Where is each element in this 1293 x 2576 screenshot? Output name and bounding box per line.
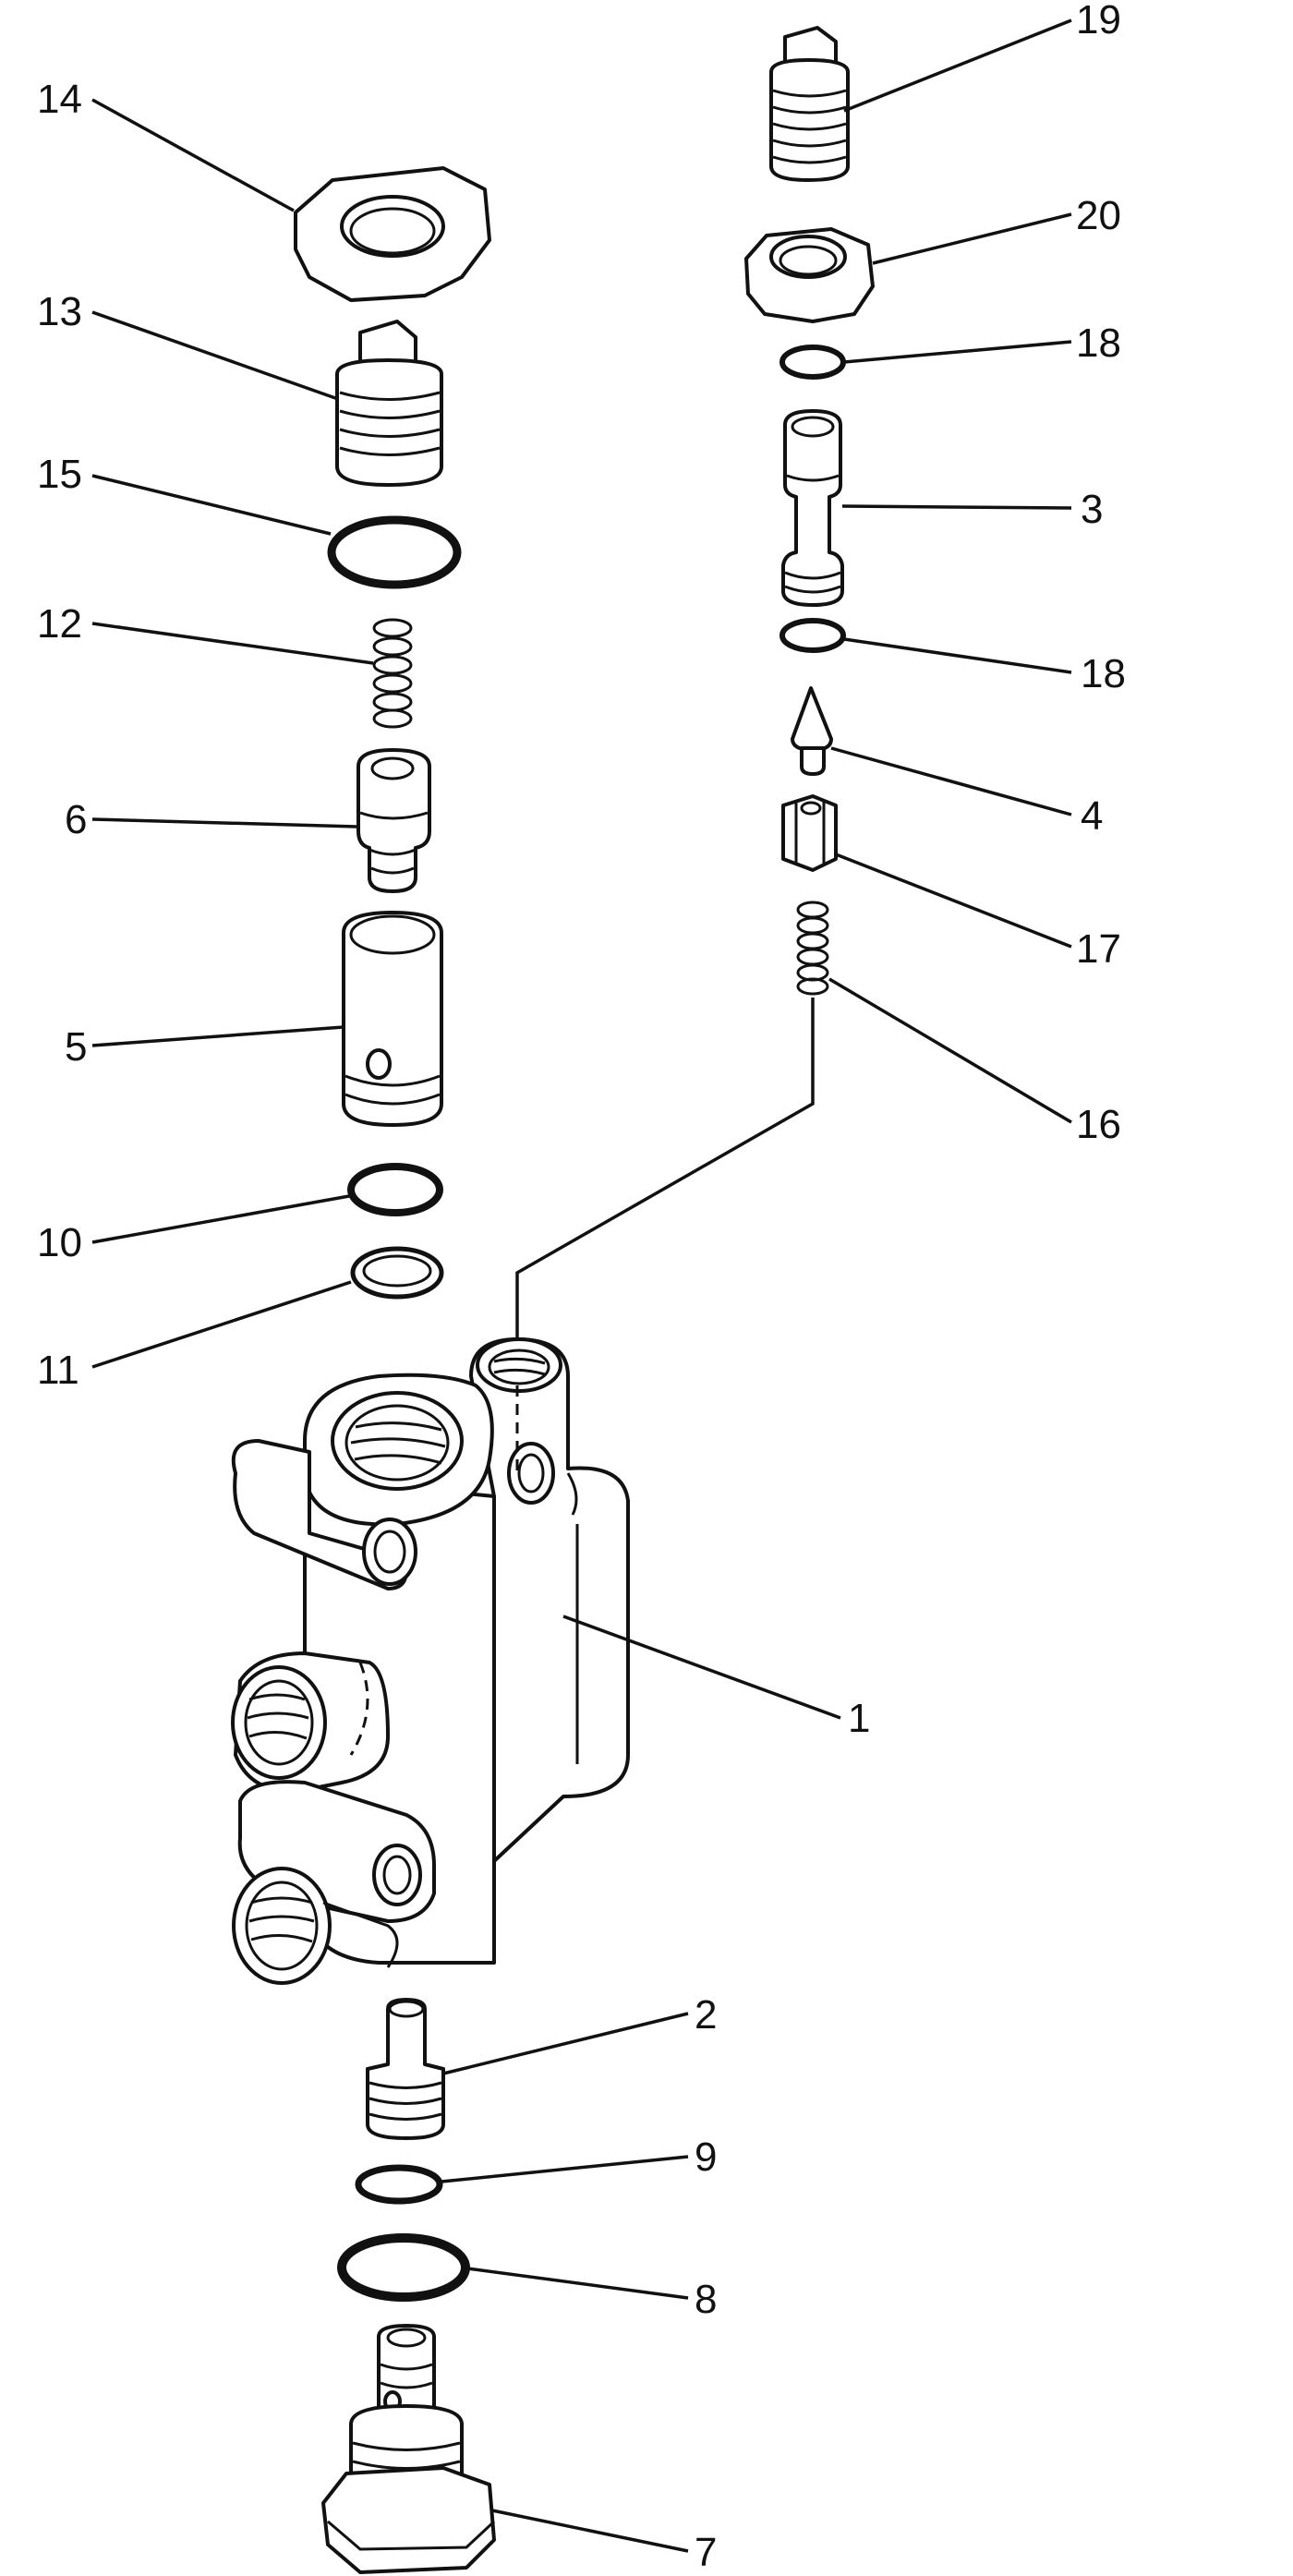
- callout-12: 12: [37, 601, 82, 647]
- callout-1: 1: [848, 1696, 870, 1741]
- callout-16: 16: [1076, 1102, 1121, 1147]
- callout-7: 7: [695, 2530, 717, 2575]
- part-1-valve-body: [231, 1337, 630, 1985]
- part-19-adjusting-screw: [769, 26, 850, 182]
- part-12-spring: [372, 618, 413, 729]
- part-5-sleeve: [342, 911, 443, 1127]
- callout-14: 14: [37, 77, 82, 122]
- callout-3: 3: [1081, 487, 1103, 532]
- callout-9: 9: [695, 2135, 717, 2180]
- callout-4: 4: [1081, 793, 1103, 839]
- part-10-o-ring: [347, 1163, 443, 1216]
- assembly-line-16: [515, 998, 815, 1376]
- callout-20: 20: [1076, 193, 1121, 238]
- part-11-backup-ring: [350, 1246, 444, 1300]
- callout-10: 10: [37, 1220, 82, 1265]
- callout-17: 17: [1076, 926, 1121, 972]
- callout-labels: 14 13 15 12 6 5 10 11 19 20 18 3 18 4 17…: [37, 0, 1126, 2575]
- callout-18-lower: 18: [1081, 651, 1126, 696]
- part-16-spring: [796, 901, 829, 996]
- part-7-plug: [321, 2324, 496, 2574]
- callout-13: 13: [37, 289, 82, 334]
- callout-8: 8: [695, 2277, 717, 2322]
- callout-15: 15: [37, 452, 82, 497]
- part-8-o-ring: [337, 2233, 470, 2302]
- part-18-o-ring-upper: [779, 345, 846, 380]
- part-9-o-ring: [355, 2164, 443, 2205]
- part-14-lock-nut: [294, 166, 491, 302]
- callout-2: 2: [695, 1992, 717, 2038]
- part-17-seat: [781, 794, 838, 872]
- callout-19: 19: [1076, 0, 1121, 42]
- part-20-hex-nut: [744, 227, 875, 323]
- callout-11: 11: [37, 1348, 79, 1393]
- part-15-o-ring: [327, 515, 462, 589]
- part-18-o-ring-lower: [779, 618, 846, 653]
- callout-6: 6: [65, 797, 87, 842]
- leader-lines: [91, 18, 1072, 2553]
- part-2-plunger: [366, 1998, 445, 2140]
- callout-5: 5: [65, 1024, 87, 1070]
- callout-18-upper: 18: [1076, 320, 1121, 366]
- part-3-piston: [781, 409, 844, 607]
- part-4-poppet-cone: [791, 686, 833, 776]
- part-6-poppet: [356, 748, 431, 893]
- part-13-adjusting-plug: [335, 320, 443, 487]
